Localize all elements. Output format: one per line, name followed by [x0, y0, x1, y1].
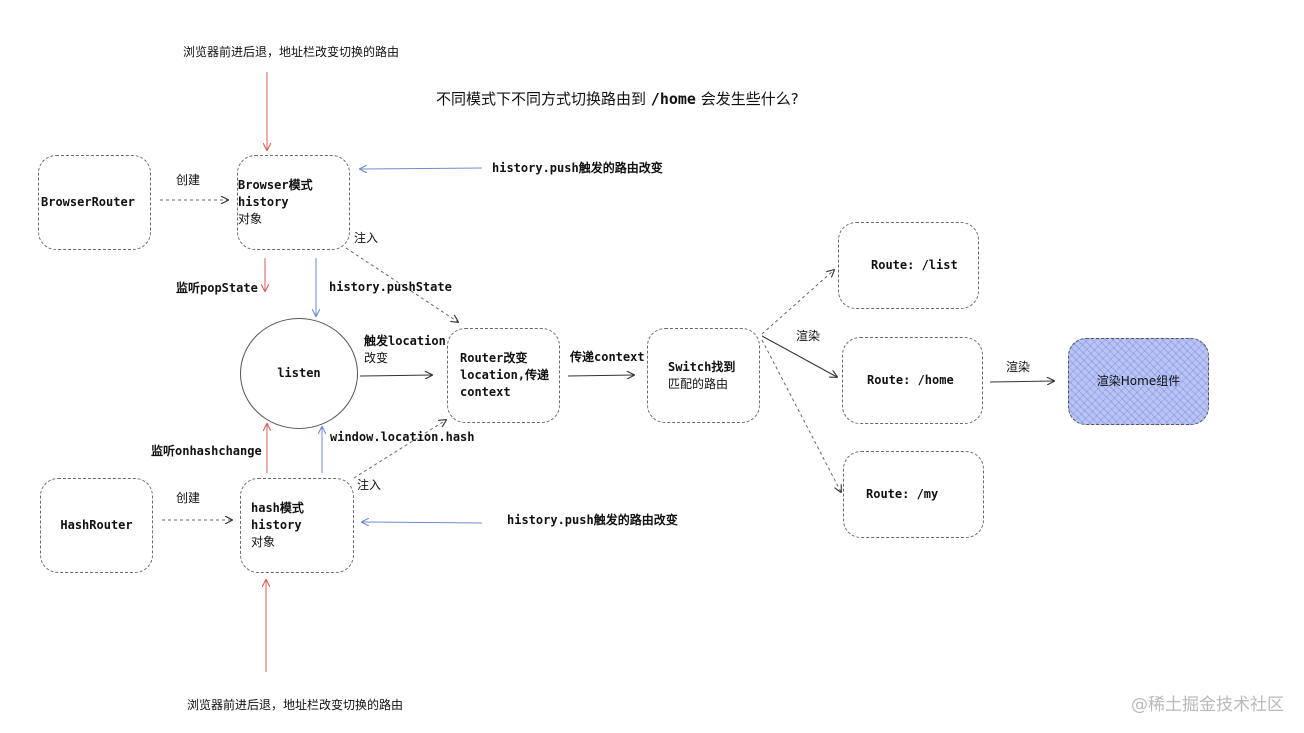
arrow-switch-to-route-home — [761, 335, 837, 377]
switch-line-2: 匹配的路由 — [668, 376, 729, 391]
label-create-top: 创建 — [176, 173, 201, 187]
label-trigger-location-line-2: 改变 — [364, 351, 389, 365]
home-component-label: 渲染Home组件 — [1096, 374, 1181, 388]
label-create-bottom: 创建 — [176, 491, 201, 505]
listen-label: listen — [277, 366, 321, 380]
label-inject-top: 注入 — [354, 231, 379, 245]
arrow-inject-hash-to-router — [353, 420, 446, 479]
router-line-2: location,传递 — [460, 368, 550, 382]
label-listen-hashchange: 监听onhashchange — [151, 444, 262, 458]
route-my-label: Route: /my — [866, 487, 939, 501]
label-render-home: 渲染 — [1006, 360, 1031, 374]
route-home-node: Route: /home — [842, 337, 983, 424]
label-inject-bottom: 注入 — [357, 478, 382, 492]
title-prefix: 不同模式下不同方式切换路由到 — [436, 90, 647, 108]
listen-node: listen — [240, 318, 358, 429]
switch-node: Switch找到 匹配的路由 — [647, 328, 760, 423]
arrow-inject-browser-to-router — [345, 247, 458, 322]
browser-history-line-1: Browser模式history — [238, 178, 313, 209]
browser-router-node: BrowserRouter — [38, 155, 151, 250]
arrow-switch-to-route-list — [761, 270, 834, 335]
router-line-1: Router改变 — [460, 351, 528, 365]
page-title: 不同模式下不同方式切换路由到 /home 会发生些什么? — [436, 88, 799, 109]
label-trigger-location: 触发location 改变 — [364, 333, 446, 367]
title-path: /home — [650, 90, 696, 108]
browser-history-line-2: 对象 — [238, 212, 263, 226]
arrow-router-to-switch — [567, 375, 634, 376]
hash-history-line-1: hash模式history — [251, 501, 304, 532]
title-suffix: 会发生些什么? — [700, 90, 799, 108]
route-my-node: Route: /my — [843, 451, 984, 538]
hash-history-line-2: 对象 — [251, 535, 276, 549]
browser-router-label: BrowserRouter — [41, 195, 135, 209]
switch-line-1: Switch找到 — [668, 359, 736, 374]
label-window-hash: window.location.hash — [330, 430, 475, 444]
label-push-state: history.pushState — [329, 280, 452, 294]
route-list-node: Route: /list — [838, 222, 979, 309]
home-component-node: 渲染Home组件 — [1068, 338, 1209, 425]
label-trigger-location-line-1: 触发location — [364, 334, 446, 348]
hash-history-node: hash模式history 对象 — [240, 478, 354, 573]
label-pass-context: 传递context — [570, 350, 645, 364]
label-push-top: history.push触发的路由改变 — [492, 161, 663, 175]
hash-router-label: HashRouter — [60, 518, 133, 532]
route-list-label: Route: /list — [871, 258, 958, 272]
watermark: @稀土掘金技术社区 — [1131, 695, 1284, 715]
router-line-3: context — [460, 385, 511, 399]
arrow-listen-to-router — [359, 375, 432, 376]
label-push-bottom: history.push触发的路由改变 — [507, 513, 678, 527]
arrow-push-to-hash-history — [362, 522, 483, 523]
arrow-push-to-browser-history — [360, 168, 483, 169]
route-home-label: Route: /home — [867, 373, 954, 387]
router-node: Router改变 location,传递 context — [447, 328, 560, 423]
hash-router-node: HashRouter — [40, 478, 153, 573]
arrow-route-home-to-component — [989, 381, 1054, 382]
bottom-note: 浏览器前进后退，地址栏改变切换的路由 — [187, 698, 404, 712]
browser-history-node: Browser模式history 对象 — [237, 155, 350, 250]
label-render-switch: 渲染 — [796, 329, 821, 343]
label-listen-popstate: 监听popState — [176, 281, 258, 295]
arrow-switch-to-route-my — [761, 339, 841, 492]
top-note: 浏览器前进后退，地址栏改变切换的路由 — [183, 45, 400, 59]
